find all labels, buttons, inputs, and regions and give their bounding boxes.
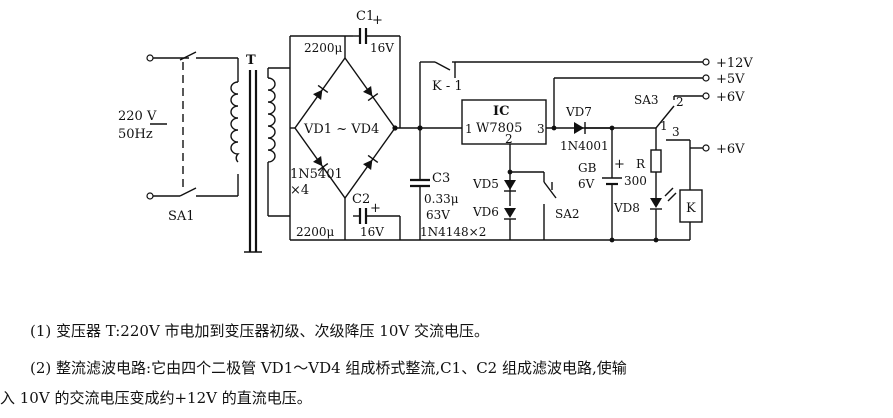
sa3-label: SA3 <box>634 93 659 107</box>
relay-coil-label: K <box>686 201 696 216</box>
terminal-12v <box>702 58 710 66</box>
diode-vd7 <box>574 122 584 134</box>
c2-label: C2 <box>352 192 370 207</box>
transformer-secondary-winding <box>267 77 276 163</box>
output-6v-a-label: +6V <box>716 90 745 105</box>
regulator-ic: IC W7805 1 2 3 <box>461 99 612 172</box>
diodes-vd5-vd6: VD5 VD6 1N4148×2 <box>420 169 516 240</box>
gb-label: GB <box>578 161 597 175</box>
ic-pin3-label: 3 <box>537 122 545 136</box>
circuit-diagram: 220 V 50Hz SA1 T <box>118 9 753 253</box>
terminal-6v-b <box>702 144 710 152</box>
sa3-pos3-label: 3 <box>672 125 680 139</box>
c3-value-label: 0.33μ <box>424 192 459 206</box>
led-vd8 <box>650 198 662 208</box>
c3-label: C3 <box>432 171 450 186</box>
vd5-label: VD5 <box>472 177 499 191</box>
r-label: R <box>636 157 646 171</box>
output-5v-label: +5V <box>716 72 745 87</box>
c1-label: C1 <box>356 9 374 24</box>
vd7-part-label: 1N4001 <box>560 139 609 153</box>
resistor-r-led-vd8: R VD8 <box>613 136 677 240</box>
diode-vd4 <box>363 154 379 170</box>
sa1-label: SA1 <box>168 209 195 224</box>
sa3-switch: SA3 1 2 3 <box>634 93 703 149</box>
vd6-label: VD6 <box>472 205 499 219</box>
c1-value-label: 2200μ <box>304 41 343 55</box>
c2-value-label: 2200μ <box>296 225 335 239</box>
output-12v-label: +12V <box>716 56 753 71</box>
vd7-label: VD7 <box>565 105 592 119</box>
terminal-6v-a <box>702 92 710 100</box>
vd56-part-label: 1N4148×2 <box>420 225 486 239</box>
ic-pin2-label: 2 <box>505 132 513 146</box>
sa3-pos1-label: 1 <box>660 119 668 133</box>
mains-terminal-bottom <box>146 192 154 200</box>
mains-voltage-label: 220 V <box>118 109 157 124</box>
bridge-rectifier: VD1 ~ VD4 1N5401 ×4 <box>289 35 398 241</box>
output-6v-b-label: +6V <box>716 142 745 157</box>
c3-voltage-label: 63V <box>426 208 450 222</box>
gb-capacity-label: 300 <box>624 174 647 188</box>
bridge-label: VD1 ~ VD4 <box>303 122 379 137</box>
c2-voltage-label: 16V <box>360 225 384 239</box>
sa3-pos2-label: 2 <box>676 95 684 109</box>
capacitor-c1: C1 + 2200μ 16V <box>304 9 400 55</box>
transformer-t: T <box>230 53 290 253</box>
diode-vd1 <box>313 84 329 100</box>
relay-contact-k1: K - 1 <box>419 61 703 128</box>
relay-contact-label: K - 1 <box>432 79 463 94</box>
bridge-part-label: 1N5401 <box>290 167 343 182</box>
capacitor-c2: C2 + 2200μ 16V <box>296 192 400 239</box>
vd8-label: VD8 <box>613 201 640 215</box>
diode-vd2 <box>363 86 379 102</box>
ic-label: IC <box>493 104 509 119</box>
mains-frequency-label: 50Hz <box>118 127 153 142</box>
sa2-label: SA2 <box>555 207 580 221</box>
sa2-switch: SA2 <box>510 171 580 240</box>
resistor-r <box>650 149 662 173</box>
ic-body <box>461 99 547 145</box>
output-terminals: +12V +5V +6V +6V <box>702 56 753 157</box>
diode-vd6 <box>504 208 516 218</box>
c2-plus: + <box>370 201 381 216</box>
mains-terminal-top <box>146 54 154 62</box>
gb-plus: + <box>614 157 625 172</box>
terminal-5v <box>702 74 710 82</box>
diode-vd3 <box>313 156 329 172</box>
bridge-qty-label: ×4 <box>290 183 309 198</box>
caption-line-2: (2) 整流滤波电路:它由四个二极管 VD1～VD4 组成桥式整流,C1、C2 … <box>30 359 627 377</box>
c1-plus: + <box>372 13 383 28</box>
transformer-label: T <box>246 53 256 68</box>
gb-voltage-label: 6V <box>578 177 595 191</box>
vd7-branch: VD7 1N4001 <box>551 77 703 153</box>
capacitor-c3: C3 0.33μ 63V <box>410 128 459 240</box>
battery-gb: GB 6V + 300 <box>578 128 647 240</box>
relay-coil-box <box>679 189 703 223</box>
caption-line-1: (1) 变压器 T:220V 市电加到变压器初级、次级降压 10V 交流电压。 <box>30 322 489 340</box>
caption-line-3: 入 10V 的交流电压变成约+12V 的直流电压。 <box>0 389 312 407</box>
mains-input: 220 V 50Hz <box>118 54 189 200</box>
ic-pin1-label: 1 <box>465 122 473 136</box>
ic-part-label: W7805 <box>476 121 522 136</box>
relay-coil-k: K <box>679 148 703 240</box>
sa1-switch: SA1 <box>168 51 238 224</box>
transformer-primary-winding <box>230 81 240 163</box>
c1-voltage-label: 16V <box>370 41 394 55</box>
